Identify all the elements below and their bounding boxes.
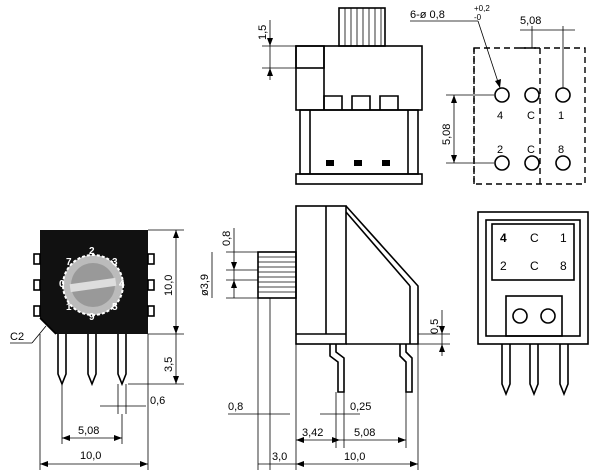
hole-tol-lower: -0	[474, 13, 482, 22]
label-2: 2	[497, 144, 503, 156]
back-view: 4 C 1 2 C 8	[477, 211, 589, 397]
top-view: 1,5	[257, 7, 423, 185]
dial-3: 3	[112, 257, 118, 268]
back-1: 1	[560, 231, 567, 245]
pitch-y: 5,08	[441, 124, 453, 145]
dial-7: 7	[66, 257, 72, 268]
pin-length: 3,5	[163, 357, 175, 372]
pitch-x: 5,08	[520, 15, 541, 27]
dial-2: 2	[89, 246, 95, 257]
label-c2: C	[527, 144, 535, 156]
dial-1: 1	[66, 302, 72, 313]
back-2: 2	[500, 259, 507, 273]
back-4: 4	[500, 231, 507, 245]
dial-4: 4	[119, 279, 125, 290]
hole-c-bottom	[524, 155, 540, 171]
pin-offset-side: 0,8	[228, 401, 243, 413]
standoff: 0,5	[429, 319, 441, 334]
hole-4	[494, 87, 510, 103]
shaft-len: 0,8	[221, 231, 233, 246]
hole-1	[555, 87, 571, 103]
dial-0: 0	[59, 279, 65, 290]
side-offset: 3,42	[302, 427, 323, 439]
chamfer-label: C2	[10, 331, 24, 343]
side-width: 10,0	[344, 451, 365, 463]
total-width: 10,0	[80, 450, 101, 462]
footprint-view: 4 C 1 2 C 8 6-ø 0,8 +0,2 -0 5,08 5,08	[410, 4, 586, 185]
body-height: 10,0	[163, 275, 175, 296]
shaft-dia: ø3,9	[199, 274, 211, 296]
pin-thickness: 0,25	[350, 401, 371, 413]
label-1: 1	[558, 110, 564, 122]
back-c1: C	[530, 231, 539, 245]
hole-spec: 6-ø 0,8	[410, 9, 445, 21]
label-c1: C	[527, 110, 535, 122]
dim-top-height: 1,5	[257, 25, 269, 40]
hole-8	[555, 155, 571, 171]
dial-9: 9	[89, 312, 95, 323]
side-view: 0,8 ø3,9 0,8 0,25 3,42 5,08 3,0 10,0	[199, 205, 450, 470]
front-view: 2 3 4 5 9 1 0 7 C2 10,0 3,5 0,6	[10, 229, 184, 470]
pitch-bottom: 5,08	[78, 425, 99, 437]
pin-width: 0,6	[150, 395, 165, 407]
hole-2	[494, 155, 510, 171]
back-8: 8	[560, 259, 567, 273]
side-base: 3,0	[272, 451, 287, 463]
hole-c-top	[524, 87, 540, 103]
side-pitch: 5,08	[354, 427, 375, 439]
dial-5: 5	[112, 302, 118, 313]
back-c2: C	[530, 259, 539, 273]
hole-tol-upper: +0,2	[474, 4, 490, 13]
label-8: 8	[558, 144, 564, 156]
label-4: 4	[497, 110, 503, 122]
